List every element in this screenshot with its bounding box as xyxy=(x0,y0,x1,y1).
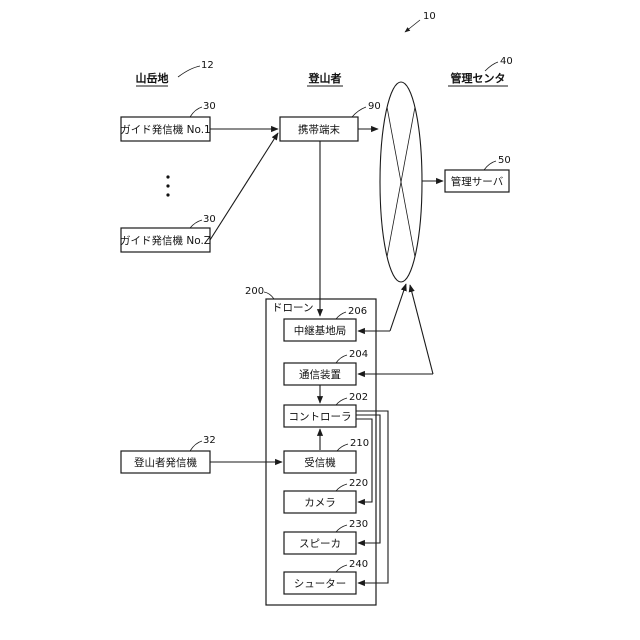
receiver-label: 受信機 xyxy=(304,456,336,469)
comm-device-leader xyxy=(336,355,347,363)
receiver-ref: 210 xyxy=(350,438,369,449)
speaker-ref: 230 xyxy=(349,519,368,530)
ellipsis-dot xyxy=(166,184,169,187)
drone-ref: 200 xyxy=(245,286,264,297)
camera-leader xyxy=(336,484,347,491)
comm-device-ref: 204 xyxy=(349,349,368,360)
receiver-leader xyxy=(337,444,348,451)
comm-network-link-up xyxy=(410,285,433,374)
guide-transmitter-1-ref: 30 xyxy=(203,101,216,112)
header-center-leader xyxy=(485,62,498,71)
management-server-leader xyxy=(484,161,496,170)
drone-label: ドローン xyxy=(272,302,313,314)
speaker-label: スピーカ xyxy=(299,538,341,550)
shooter-ref: 240 xyxy=(349,559,368,570)
climber-transmitter-label: 登山者発信機 xyxy=(134,456,197,469)
guidez-to-terminal-arrow xyxy=(210,133,278,240)
mobile-terminal-label: 携帯端末 xyxy=(298,123,340,136)
figure-ref-arrow xyxy=(405,20,420,32)
header-center: 管理センタ xyxy=(451,71,506,85)
relay-station-ref: 206 xyxy=(348,306,367,317)
controller-leader xyxy=(336,398,347,405)
controller-to-camera-line xyxy=(356,419,372,502)
relay-station-leader xyxy=(336,312,346,319)
guide-transmitter-z-leader xyxy=(190,220,202,228)
header-mountain: 山岳地 xyxy=(136,71,169,85)
guide-transmitter-1-leader xyxy=(190,107,202,117)
climber-transmitter-ref: 32 xyxy=(203,435,216,446)
ellipsis-dot xyxy=(166,175,169,178)
header-mountain-leader xyxy=(178,66,200,77)
controller-label: コントローラ xyxy=(289,411,352,423)
guide-transmitter-1-label: ガイド発信機 No.1 xyxy=(120,123,210,136)
shooter-label: シューター xyxy=(294,578,347,590)
header-mountain-ref: 12 xyxy=(201,60,214,71)
management-server-label: 管理サーバ xyxy=(451,175,504,188)
controller-ref: 202 xyxy=(349,392,368,403)
header-center-ref: 40 xyxy=(500,56,513,67)
mobile-terminal-leader xyxy=(352,107,366,117)
guide-transmitter-z-ref: 30 xyxy=(203,214,216,225)
climber-transmitter-leader xyxy=(190,441,202,451)
camera-label: カメラ xyxy=(304,497,336,509)
shooter-leader xyxy=(336,565,347,572)
ellipsis-dot xyxy=(166,193,169,196)
camera-ref: 220 xyxy=(349,478,368,489)
speaker-leader xyxy=(336,525,347,532)
relay-station-label: 中継基地局 xyxy=(294,324,347,337)
guide-transmitter-z-label: ガイド発信機 No.Z xyxy=(120,234,211,247)
management-server-ref: 50 xyxy=(498,155,511,166)
figure-ref-label: 10 xyxy=(423,11,436,22)
drone-leader xyxy=(264,292,274,299)
header-climber: 登山者 xyxy=(308,71,342,85)
relay-network-link-up xyxy=(390,284,406,331)
mobile-terminal-ref: 90 xyxy=(368,101,381,112)
comm-device-label: 通信装置 xyxy=(299,368,341,381)
